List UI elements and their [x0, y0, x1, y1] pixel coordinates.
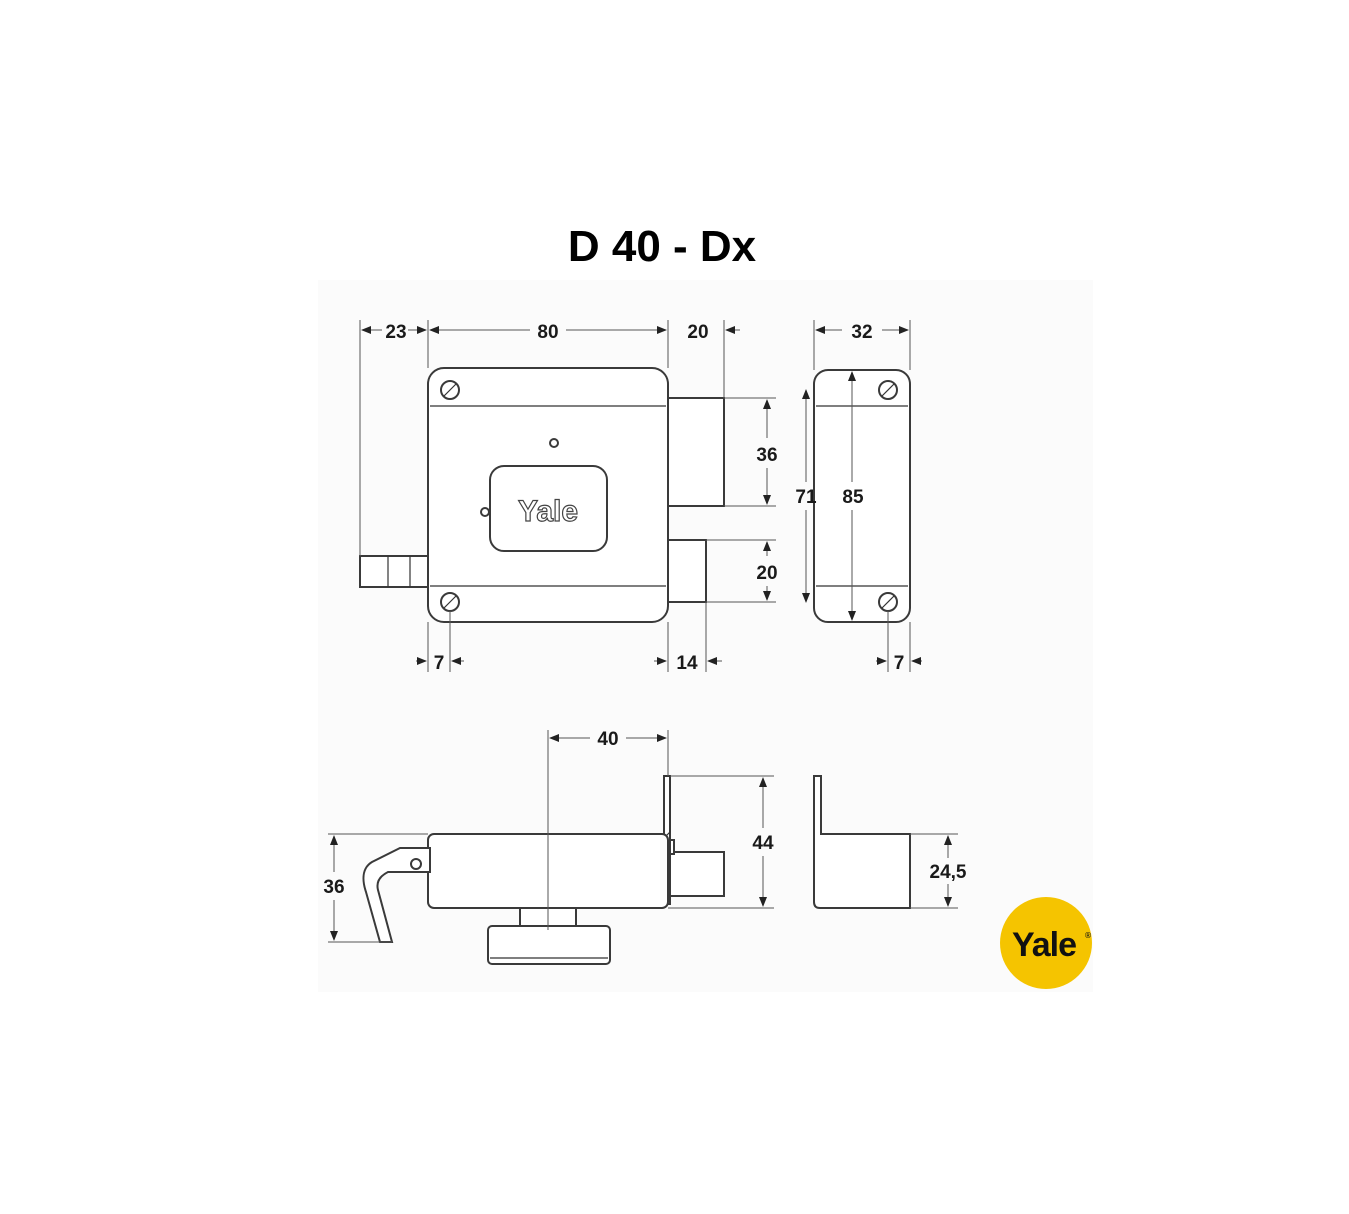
- lock-badge-logo: Yale: [518, 495, 578, 528]
- dim-80: 80: [537, 322, 558, 343]
- dim-23: 23: [385, 322, 406, 343]
- dim-85: 85: [842, 487, 864, 508]
- dim-20-right: 20: [756, 563, 777, 584]
- registered-icon: ®: [1084, 931, 1092, 940]
- dim-44: 44: [752, 833, 774, 854]
- yale-logo: Yale ®: [1000, 897, 1092, 989]
- screw-icon: [878, 592, 898, 612]
- dim-36-bottom: 36: [323, 877, 344, 898]
- dim-20-top: 20: [687, 322, 708, 343]
- dim-36: 36: [756, 445, 777, 466]
- cylinder-knob: [487, 925, 611, 965]
- dim-32: 32: [851, 322, 872, 343]
- hole-icon: [480, 507, 490, 517]
- hole-icon: [549, 438, 559, 448]
- bolt-stub: [667, 851, 725, 897]
- dim-14: 14: [676, 653, 698, 674]
- keeper: [813, 775, 911, 909]
- side-plate: [813, 369, 911, 623]
- lock-badge: [489, 465, 608, 552]
- dim-24-5: 24,5: [930, 862, 967, 883]
- lower-right-bolt: [663, 539, 707, 603]
- bottom-view: 40 44 36 24,5: [323, 729, 967, 965]
- upper-right-bolt: [663, 397, 725, 507]
- dim-40: 40: [597, 729, 618, 750]
- dim-7-left: 7: [434, 653, 445, 674]
- page-title: D 40 - Dx: [567, 222, 757, 271]
- screw-icon: [440, 380, 460, 400]
- side-view: 32 71 85 7: [795, 320, 922, 674]
- dim-7-right: 7: [894, 653, 905, 674]
- left-bolt: [359, 555, 433, 588]
- screw-icon: [878, 380, 898, 400]
- dim-71: 71: [795, 487, 817, 508]
- screw-icon: [440, 592, 460, 612]
- yale-logo-text: Yale: [1012, 926, 1076, 964]
- hole-icon: [410, 858, 422, 870]
- front-view: Yale 23 80 20 36 20 7 14: [359, 320, 778, 674]
